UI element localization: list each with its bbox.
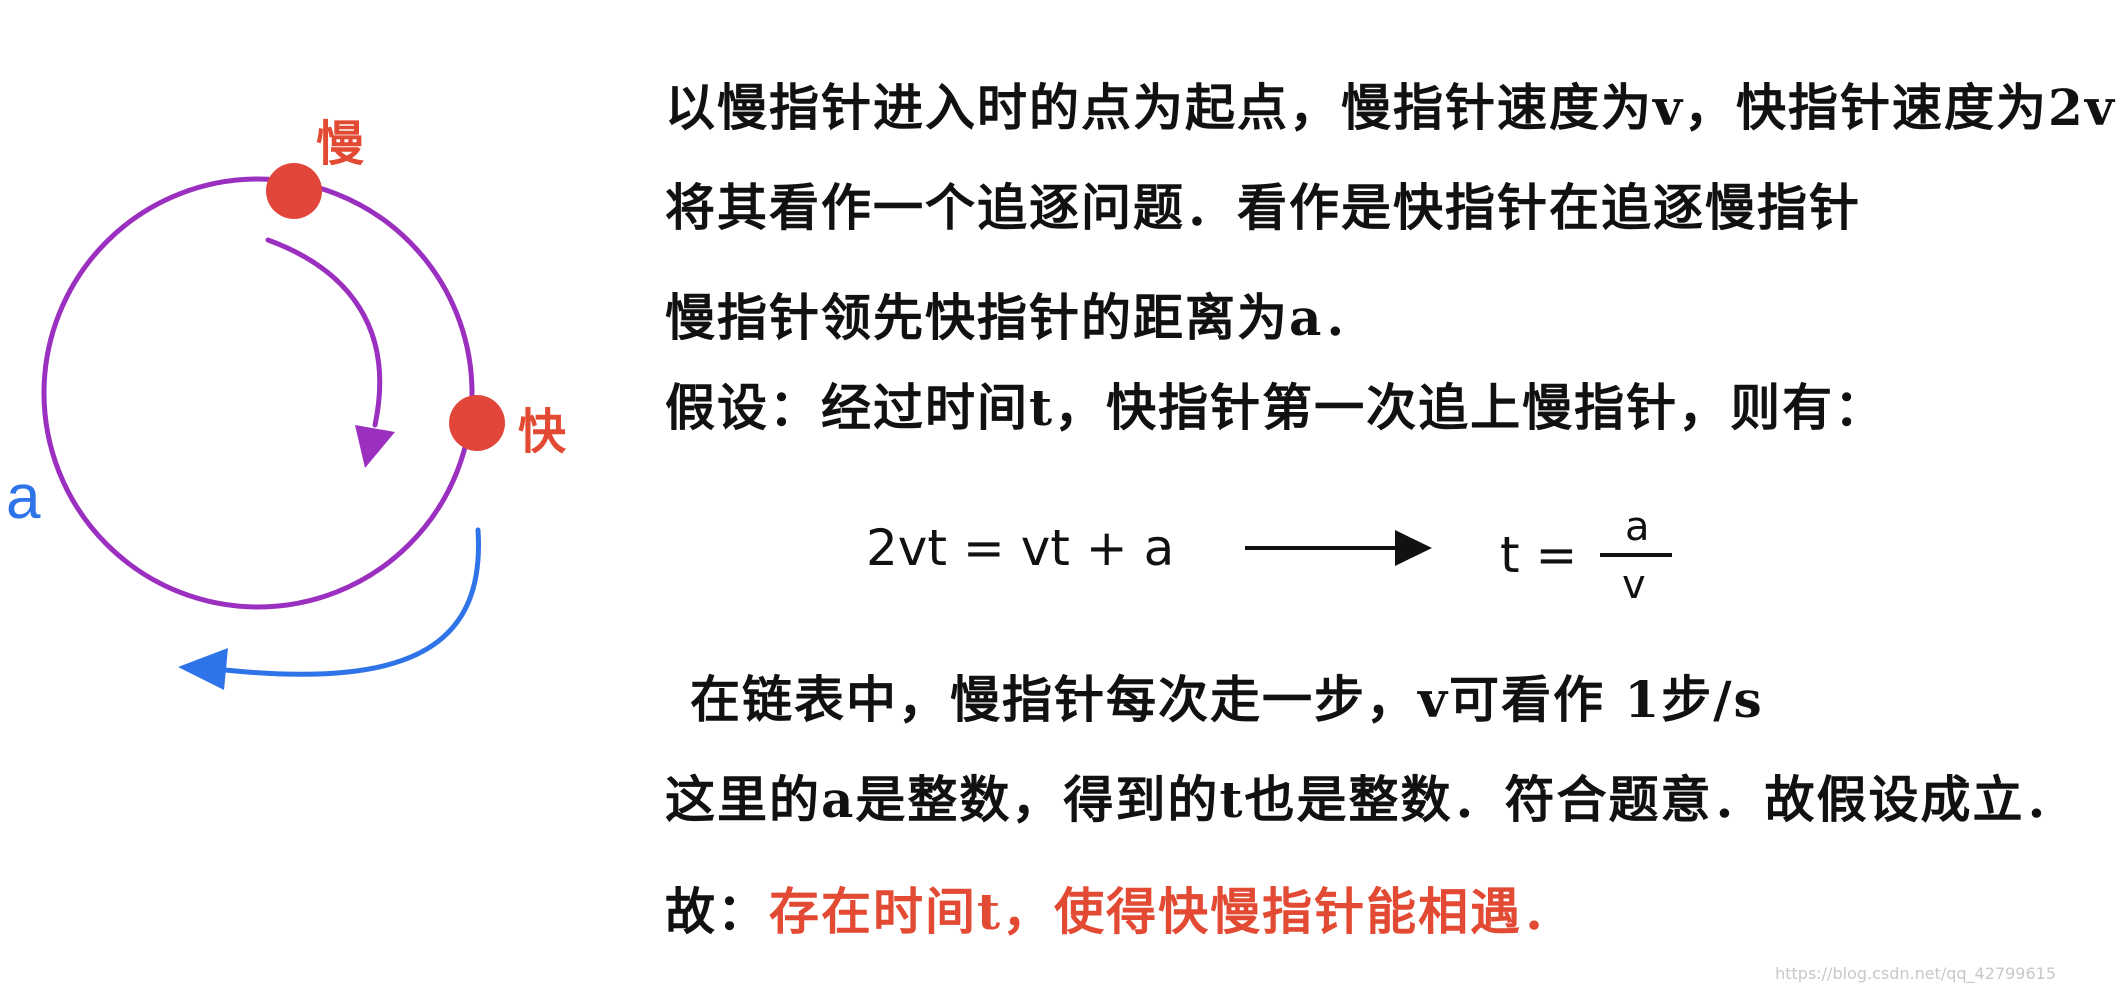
slow-pointer-dot	[266, 163, 322, 219]
equation-left: 2vt = vt + a	[866, 519, 1174, 577]
integer-check-line: 这里的a是整数，得到的t也是整数．符合题意．故假设成立．	[665, 770, 2077, 829]
conclusion-label: 故：	[665, 882, 769, 941]
fast-pointer-dot	[449, 395, 505, 451]
conclusion-line: 故：存在时间t，使得快慢指针能相遇．	[665, 872, 1574, 944]
explanation-line-2: 将其看作一个追逐问题．看作是快指针在追逐慢指针	[665, 178, 1861, 237]
distance-label: a	[6, 463, 41, 532]
conclusion-text: 存在时间t，使得快慢指针能相遇．	[769, 882, 1575, 941]
watermark: https://blog.csdn.net/qq_42799615	[1775, 964, 2056, 983]
circle-diagram: 慢 快 a 2vt = vt + a t = a v	[6, 116, 1672, 690]
movement-arrowhead	[355, 425, 395, 468]
linked-list-cycle	[41, 176, 475, 610]
equation-denominator: v	[1622, 562, 1646, 608]
assumption-line: 假设：经过时间t，快指针第一次追上慢指针，则有：	[665, 378, 1887, 437]
distance-arrowhead	[178, 648, 228, 690]
distance-arrow	[222, 527, 482, 677]
linked-list-step-line: 在链表中，慢指针每次走一步，v可看作 1步/s	[690, 670, 1764, 729]
slow-pointer-label: 慢	[316, 116, 365, 172]
equation-numerator: a	[1625, 504, 1650, 550]
explanation-line-1: 以慢指针进入时的点为起点，慢指针速度为v，快指针速度为2v	[665, 78, 2116, 137]
movement-direction-arrow	[265, 237, 383, 428]
explanation-line-3: 慢指针领先快指针的距离为a．	[665, 288, 1376, 347]
equation-t-equals: t =	[1500, 526, 1577, 584]
fast-pointer-label: 快	[518, 404, 567, 460]
implies-arrowhead	[1395, 530, 1432, 566]
